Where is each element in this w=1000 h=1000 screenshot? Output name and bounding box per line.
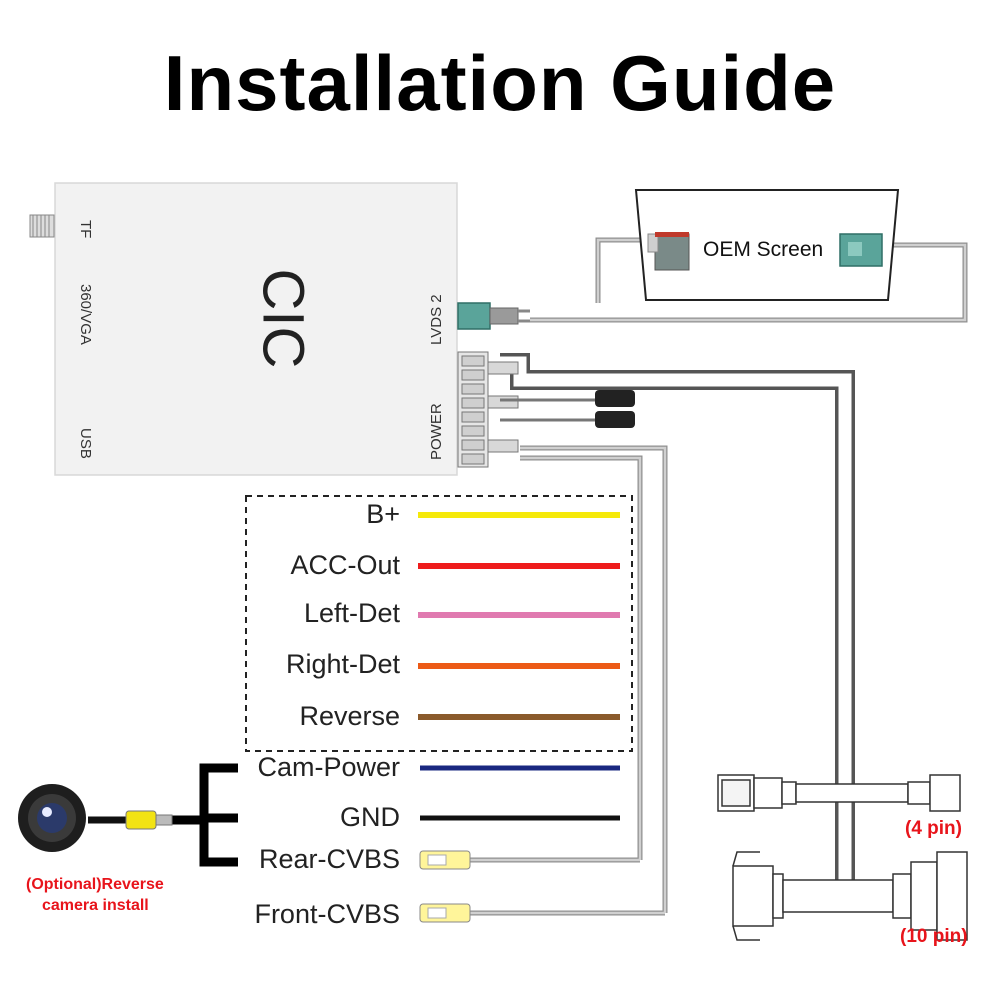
connector-4pin (717, 774, 961, 812)
port-power-label: POWER (428, 403, 445, 460)
tf-slot-icon (29, 214, 55, 238)
rear-cvbs-plug-icon (419, 850, 471, 870)
port-lvds2-label: LVDS 2 (428, 294, 445, 345)
front-cvbs-plug-icon (419, 903, 471, 923)
port-tf-label: TF (77, 220, 94, 239)
wire-label-acc-out: ACC-Out (290, 550, 400, 580)
wire-label-left-det: Left-Det (303, 598, 400, 628)
oem-screen (634, 189, 900, 301)
wire-label-gnd: GND (340, 802, 400, 832)
rca-plug-pair-icon (500, 390, 635, 428)
wire-label-cam-power: Cam-Power (257, 752, 400, 782)
connector-10pin-label: (10 pin) (900, 926, 968, 947)
camera-note-line2: camera install (42, 897, 149, 914)
power-connector (457, 351, 519, 468)
wire-legend-box (245, 495, 633, 752)
wire-label-b-plus: B+ (366, 499, 400, 529)
wire-label-right-det: Right-Det (285, 649, 400, 679)
camera-note-line1: (Optional)Reverse (26, 876, 164, 893)
camera-bracket (172, 763, 238, 867)
oem-screen-label: OEM Screen (703, 238, 824, 261)
port-usb-label: USB (77, 428, 94, 459)
connector-10pin (732, 851, 968, 941)
wire-label-reverse: Reverse (299, 701, 400, 731)
lvds-connector (457, 302, 530, 330)
connector-4pin-label: (4 pin) (905, 818, 962, 839)
port-360vga-label: 360/VGA (77, 284, 94, 345)
module-name: CIC (250, 268, 316, 369)
cic-module (54, 182, 458, 476)
reverse-camera-icon (18, 784, 86, 852)
oem-left-connector (647, 232, 690, 271)
oem-right-connector (839, 233, 883, 267)
wire-label-front-cvbs: Front-CVBS (254, 899, 400, 929)
page-title: Installation Guide (163, 39, 837, 127)
cable-routes (470, 237, 968, 916)
wire-label-rear-cvbs: Rear-CVBS (258, 844, 400, 874)
